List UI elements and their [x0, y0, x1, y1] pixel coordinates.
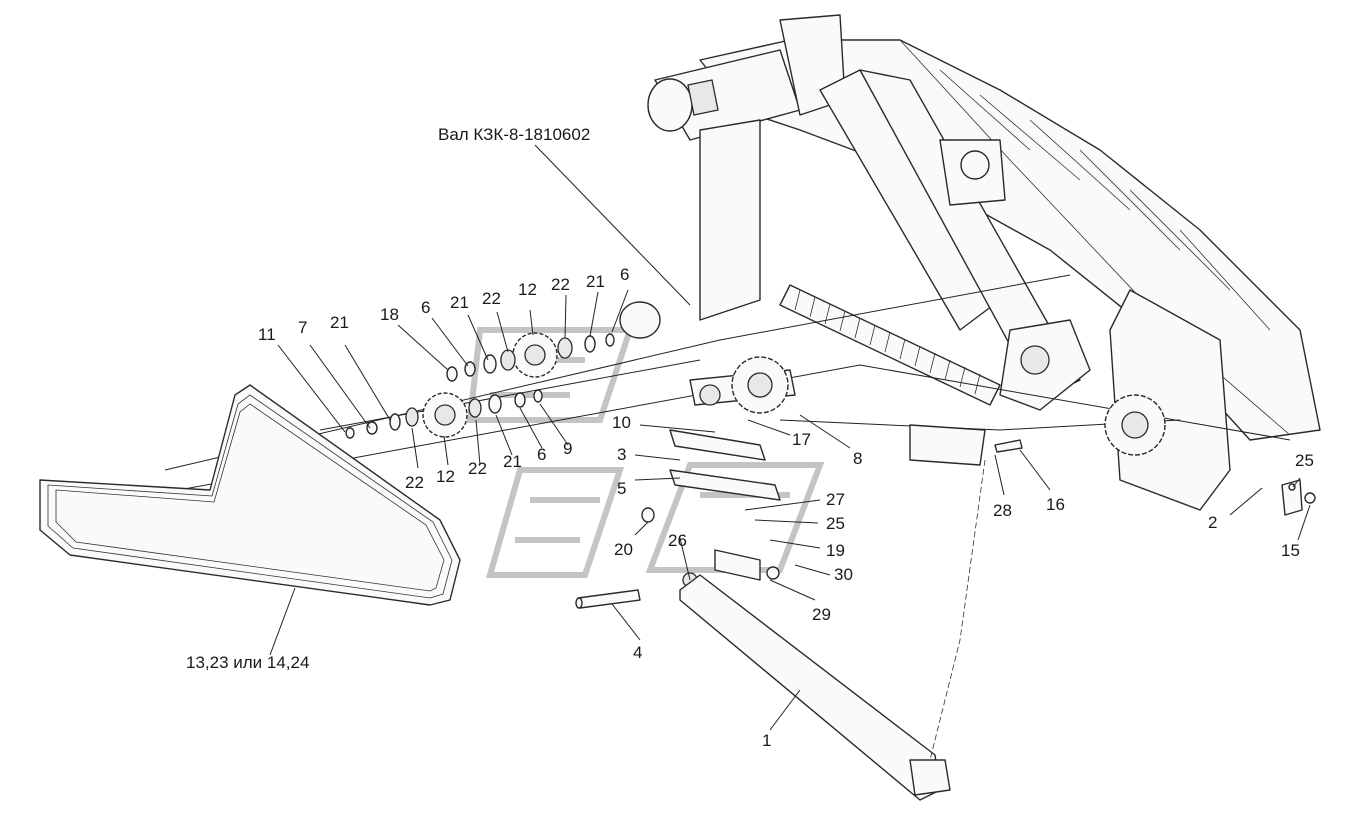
callout-18: 18 [380, 305, 399, 324]
right-bracket [1281, 479, 1316, 516]
callout-22: 22 [468, 459, 487, 478]
callout-22: 22 [551, 275, 570, 294]
callout-28: 28 [993, 501, 1012, 520]
callout-25: 25 [1295, 451, 1314, 470]
callout-15: 15 [1281, 541, 1300, 560]
callout-29: 29 [812, 605, 831, 624]
callout-20: 20 [614, 540, 633, 559]
belt-label: 13,23 или 14,24 [186, 653, 309, 672]
callout-22: 22 [405, 473, 424, 492]
header-frame [647, 14, 1321, 511]
sprocket-lower [422, 392, 468, 438]
shaft-label: Вал КЗК-8-1810602 [438, 125, 590, 144]
callout-6: 6 [537, 445, 546, 464]
callout-2: 2 [1208, 513, 1217, 532]
bolt-16 [994, 439, 1023, 453]
sprocket-mid [731, 356, 789, 414]
callout-12: 12 [518, 280, 537, 299]
tensioner-arm [679, 574, 951, 801]
callout-27: 27 [826, 490, 845, 509]
sprocket-upper [512, 332, 558, 378]
callout-4: 4 [633, 643, 642, 662]
callout-5: 5 [617, 479, 626, 498]
pin [575, 589, 641, 609]
labels: Вал КЗК-8-1810602 13,23 или 14,24 11 7 2… [186, 125, 1314, 750]
chain [929, 459, 986, 761]
sprocket-right [1104, 394, 1166, 456]
callout-21: 21 [330, 313, 349, 332]
leader-lines [269, 144, 1311, 731]
callout-9: 9 [563, 439, 572, 458]
callout-17: 17 [792, 430, 811, 449]
callout-6: 6 [620, 265, 629, 284]
callout-21: 21 [586, 272, 605, 291]
callout-30: 30 [834, 565, 853, 584]
tension-spring [779, 284, 1001, 406]
callout-26: 26 [668, 531, 687, 550]
callout-21: 21 [503, 452, 522, 471]
callout-25: 25 [826, 514, 845, 533]
callout-10: 10 [612, 413, 631, 432]
callout-22: 22 [482, 289, 501, 308]
callout-3: 3 [617, 445, 626, 464]
callout-11: 11 [258, 325, 276, 344]
bracket-parts [641, 424, 986, 588]
callout-6: 6 [421, 298, 430, 317]
callout-19: 19 [826, 541, 845, 560]
washers-upper-row [446, 333, 615, 382]
v-belt [39, 384, 461, 606]
callout-7: 7 [298, 318, 307, 337]
callout-21: 21 [450, 293, 469, 312]
callout-1: 1 [762, 731, 771, 750]
callout-8: 8 [853, 449, 862, 468]
callout-16: 16 [1046, 495, 1065, 514]
washers-lower-row [345, 389, 543, 439]
callout-12: 12 [436, 467, 455, 486]
